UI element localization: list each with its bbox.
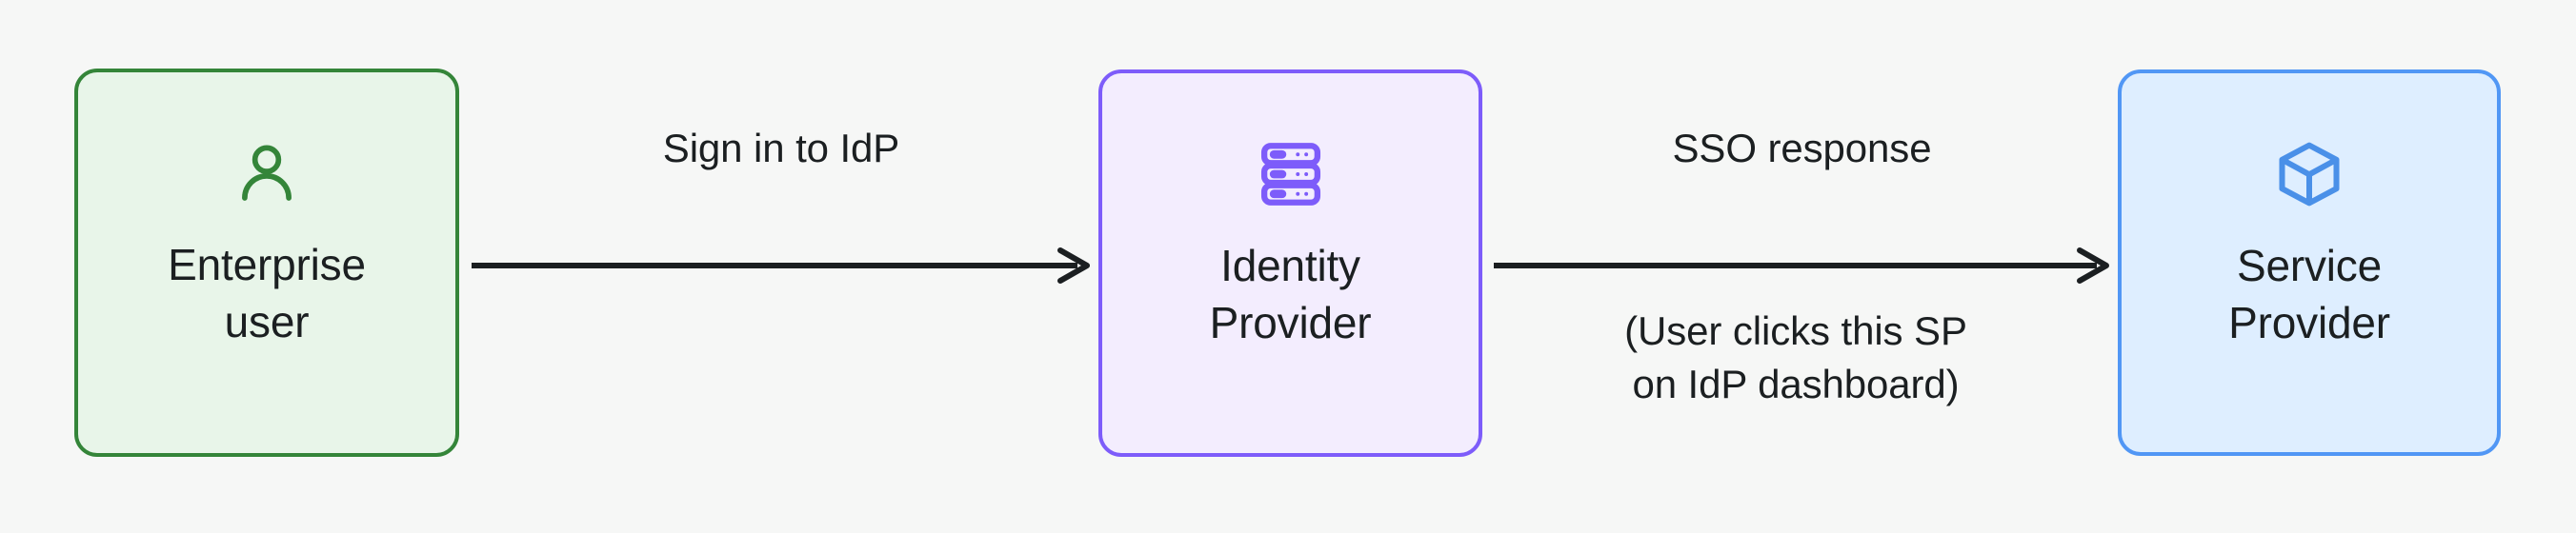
- edge-sso-label: SSO response: [1672, 126, 1932, 170]
- edge-sso-sublabel: (User clicks this SP on IdP dashboard): [1624, 308, 1967, 406]
- node-identity-provider[interactable]: Identity Provider: [1098, 69, 1482, 457]
- edge-sso-arrow: [1494, 238, 2110, 295]
- node-enterprise-user-label: Enterprise user: [168, 240, 366, 346]
- edge-signin-arrow: [472, 238, 1091, 295]
- server-rack-icon: [1255, 138, 1327, 210]
- node-service-provider[interactable]: Service Provider: [2118, 69, 2501, 456]
- node-identity-provider-label: Identity Provider: [1209, 241, 1372, 347]
- node-service-provider-label: Service Provider: [2228, 241, 2390, 347]
- cube-icon: [2273, 138, 2345, 210]
- edge-signin-label: Sign in to IdP: [662, 126, 900, 170]
- person-icon: [231, 137, 303, 209]
- node-enterprise-user[interactable]: Enterprise user: [74, 69, 459, 457]
